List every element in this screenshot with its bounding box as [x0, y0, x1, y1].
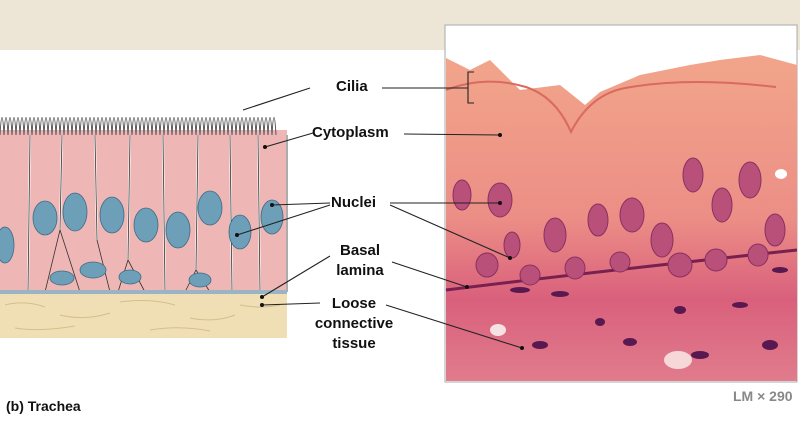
leader-lines	[236, 71, 523, 349]
label-line: Basal	[339, 242, 381, 259]
label-line: connective	[314, 315, 394, 332]
label-loose-connective-tissue: Loose connective tissue	[312, 294, 396, 354]
label-cilia: Cilia	[336, 78, 368, 95]
connective-tissue-area	[0, 294, 287, 338]
label-line: Loose	[331, 295, 377, 312]
label-nuclei: Nuclei	[331, 194, 377, 211]
label-basal-lamina: Basal lamina	[330, 241, 390, 281]
caption-title: Trachea	[27, 398, 81, 414]
label-line: lamina	[336, 262, 384, 279]
nuclei-shapes	[0, 190, 284, 288]
basal-lamina-band	[0, 290, 287, 294]
figure-caption: (b) Trachea	[6, 398, 81, 414]
cilia	[0, 117, 277, 136]
epithelium-illustration	[0, 117, 288, 338]
label-line: tissue	[332, 335, 376, 352]
magnification-label: LM × 290	[733, 388, 793, 404]
label-cytoplasm: Cytoplasm	[312, 124, 389, 141]
light-micrograph	[444, 24, 798, 383]
caption-letter: (b)	[6, 398, 24, 414]
